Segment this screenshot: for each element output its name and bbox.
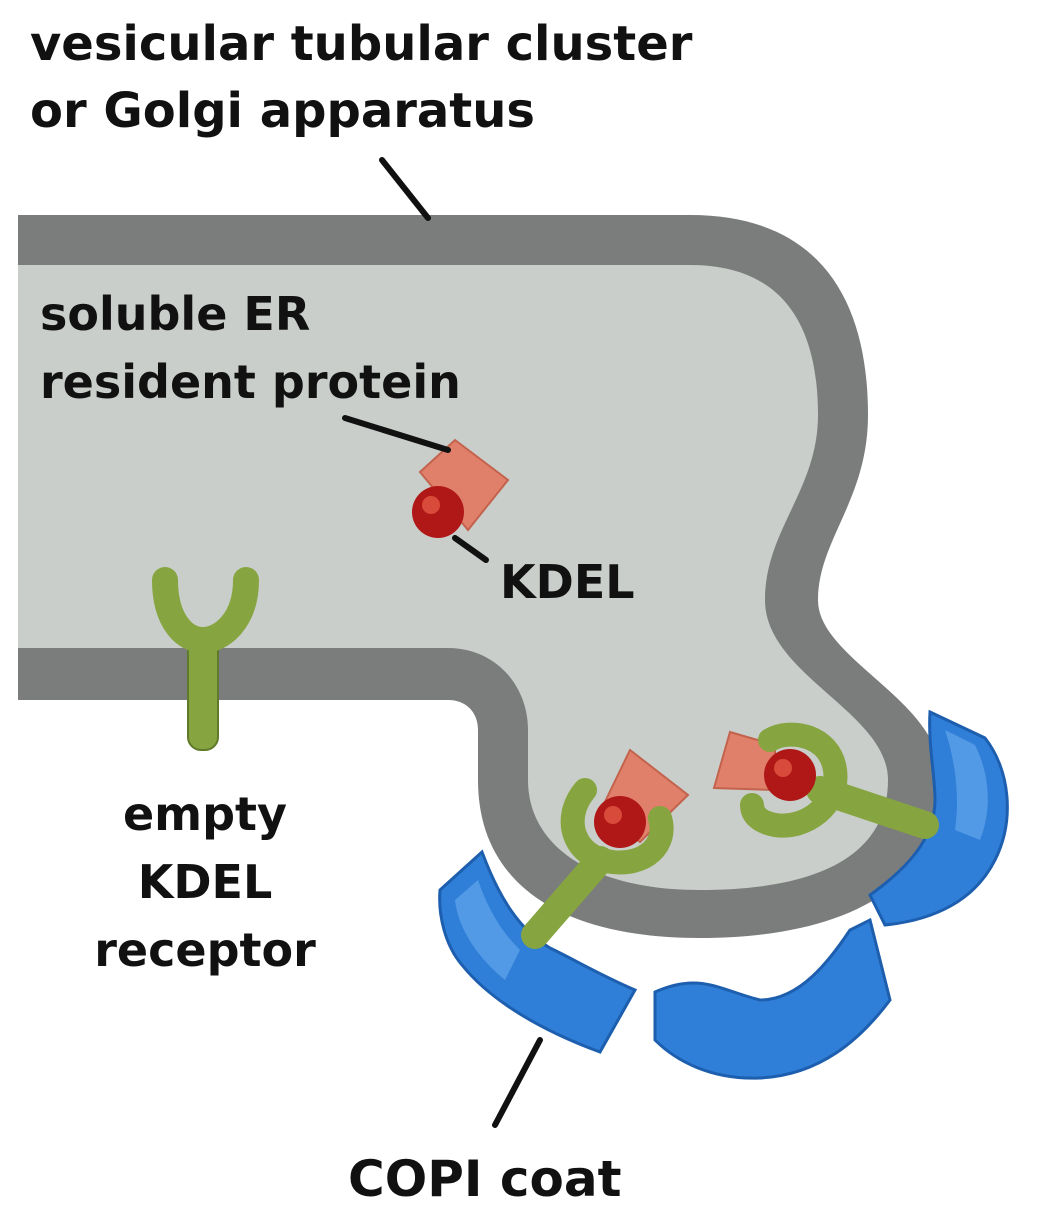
kdel-leader-line [452, 535, 489, 563]
compartment-label-line2: or Golgi apparatus [30, 83, 535, 139]
receptor-cup [560, 778, 674, 875]
receptor-cup [740, 722, 848, 838]
copi-leader-line [492, 1037, 543, 1128]
copi-subunit-highlight [945, 730, 988, 840]
copi-subunit [653, 917, 892, 1080]
copi-subunit [438, 849, 638, 1054]
golgi-compartment [18, 215, 942, 938]
receptor-label-line2: KDEL [138, 855, 273, 909]
kdel-signal-highlight [774, 759, 792, 777]
empty-kdel-receptor [152, 567, 259, 751]
compartment-lumen [18, 265, 888, 890]
labels: vesicular tubular cluster or Golgi appar… [30, 16, 693, 1208]
copi-coat-label: COPI coat [348, 1150, 622, 1208]
kdel-signal [412, 486, 464, 538]
leader-lines [342, 157, 543, 1128]
compartment-label-line1: vesicular tubular cluster [30, 16, 693, 72]
protein-label-line1: soluble ER [40, 287, 310, 341]
kdel-signal-highlight [604, 806, 622, 824]
copi-coat [438, 709, 1009, 1080]
receptor-cup [152, 567, 259, 654]
protein-label-line2: resident protein [40, 355, 461, 409]
kdel-signal [764, 749, 816, 801]
kdel-signal [594, 796, 646, 848]
kdel-signal-highlight [422, 496, 440, 514]
bound-kdel-receptor [521, 748, 690, 949]
compartment-leader-line [379, 157, 431, 221]
protein-leader-line [342, 415, 451, 453]
copi-subunit-highlight [455, 880, 520, 980]
receptor-stalk [521, 846, 614, 949]
receptor-label-line3: receptor [94, 923, 316, 977]
receptor-label-line1: empty [123, 787, 287, 841]
bound-kdel-receptor [712, 722, 939, 839]
kdel-label: KDEL [500, 555, 635, 609]
